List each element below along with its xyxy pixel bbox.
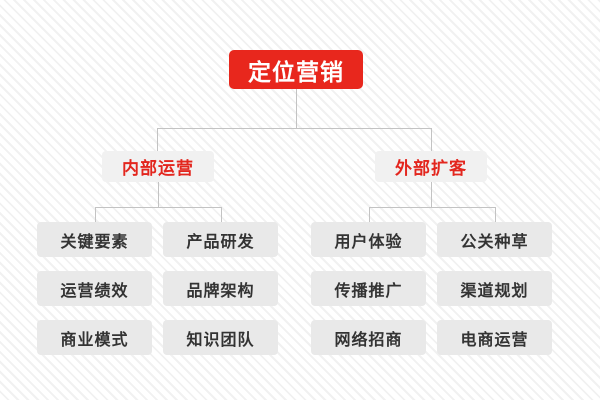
- connector-drop-left: [157, 128, 158, 151]
- connector-right-group-stem: [431, 182, 432, 207]
- connector-main-bar: [157, 128, 432, 129]
- connector-right-group-bar: [369, 207, 495, 208]
- leaf-node[interactable]: 关键要素: [37, 222, 152, 257]
- connector-left-col1-drop: [221, 207, 222, 222]
- leaf-node[interactable]: 用户体验: [311, 222, 426, 257]
- connector-root-stem: [296, 89, 297, 128]
- root-node[interactable]: 定位营销: [229, 50, 363, 89]
- leaf-node[interactable]: 知识团队: [163, 320, 278, 355]
- connector-drop-right: [431, 128, 432, 151]
- leaf-node[interactable]: 渠道规划: [437, 271, 552, 306]
- connector-left-group-stem: [158, 182, 159, 207]
- leaf-node[interactable]: 网络招商: [311, 320, 426, 355]
- connector-left-group-bar: [95, 207, 222, 208]
- leaf-node[interactable]: 品牌架构: [163, 271, 278, 306]
- leaf-node[interactable]: 商业模式: [37, 320, 152, 355]
- connector-left-col0-drop: [95, 207, 96, 222]
- branch-node-external-expansion[interactable]: 外部扩客: [375, 151, 487, 182]
- leaf-node[interactable]: 运营绩效: [37, 271, 152, 306]
- leaf-node[interactable]: 电商运营: [437, 320, 552, 355]
- leaf-node[interactable]: 产品研发: [163, 222, 278, 257]
- leaf-node[interactable]: 传播推广: [311, 271, 426, 306]
- connector-right-col1-drop: [495, 207, 496, 222]
- branch-node-internal-operations[interactable]: 内部运营: [102, 151, 214, 182]
- leaf-node[interactable]: 公关种草: [437, 222, 552, 257]
- connector-right-col0-drop: [369, 207, 370, 222]
